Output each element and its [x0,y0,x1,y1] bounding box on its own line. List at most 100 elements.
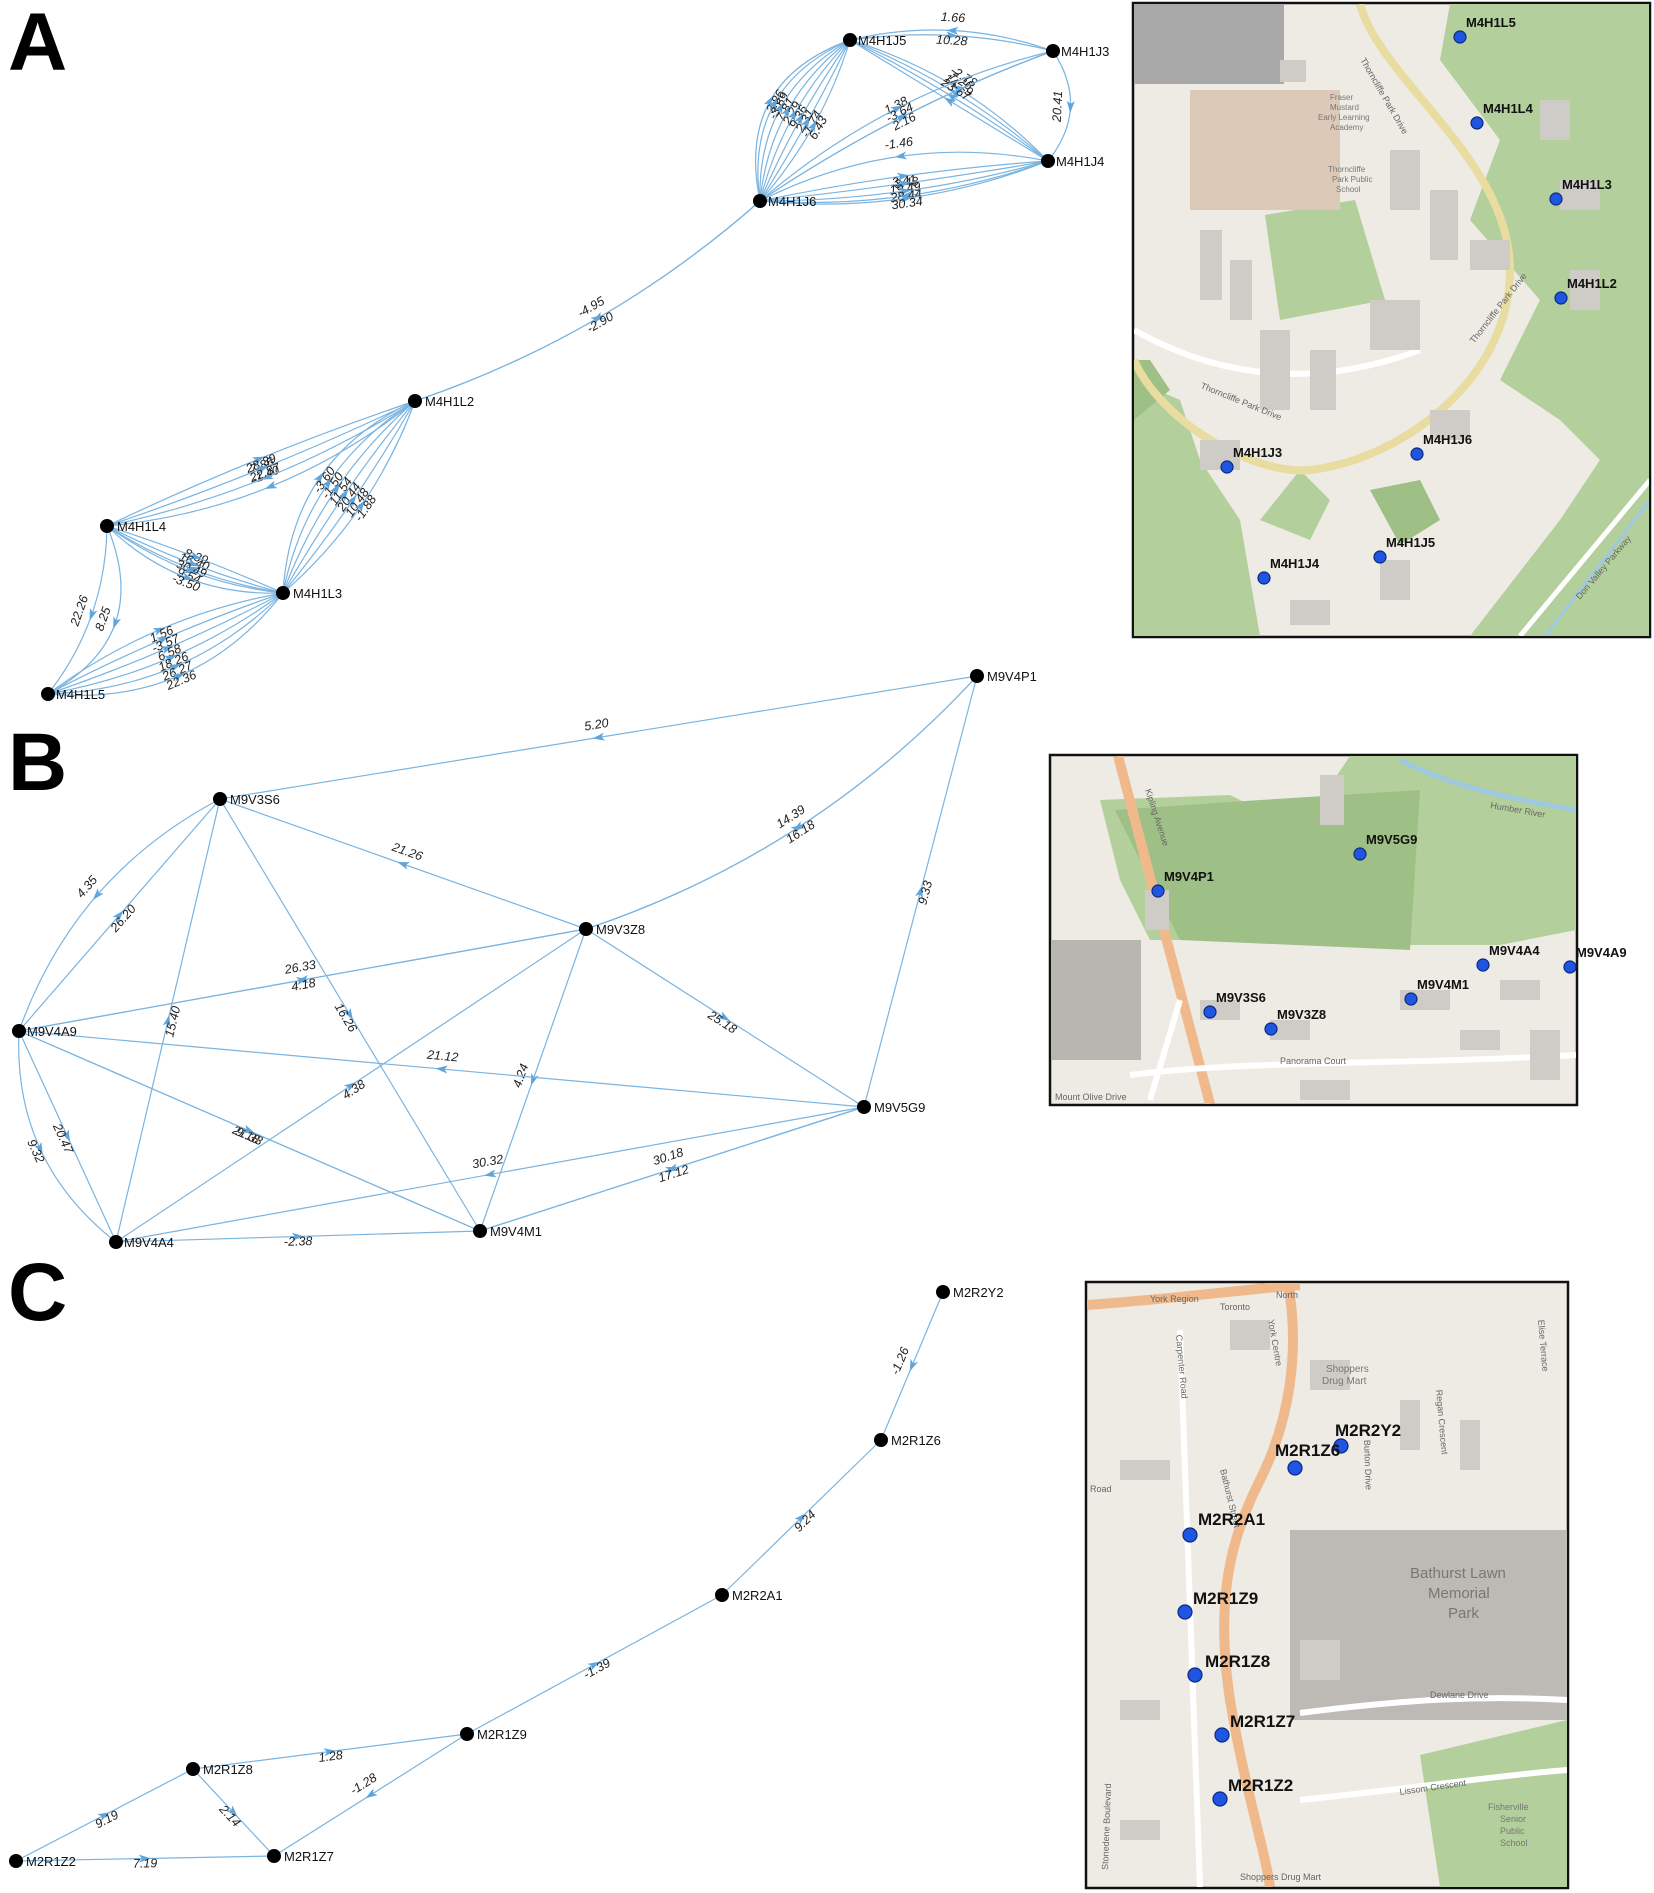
edge-arrow [1066,100,1075,113]
edge-arrow [188,551,202,560]
graph-node [460,1727,474,1741]
graph-node [12,1024,26,1038]
edge-arrow [152,627,166,636]
map-c-landmark-6: Senior [1500,1814,1526,1824]
edge-weight-label: 28.44 [889,187,923,205]
edge-weight-label: 19.49 [889,179,922,197]
edge-arrow [484,1169,497,1178]
edge-weight-label: 21.12 [425,1048,458,1065]
edge-arrow [781,105,791,118]
graph-node [276,586,290,600]
graph-node-label: M2R2Y2 [953,1285,1004,1300]
edge-arrow [97,1812,110,1822]
edge-arrow [242,1124,256,1134]
graph-node [857,1100,871,1114]
edge-weight-label: 9.24 [791,1508,818,1535]
panel-letters: ABC [8,0,67,1338]
edge-arrow [295,977,309,985]
map-marker-dot [1287,1460,1303,1476]
edge-arrow [138,1854,151,1863]
map-c-landmark-0: Bathurst Lawn [1410,1565,1506,1582]
graph-node [186,1762,200,1776]
map-marker-dot [1470,116,1484,130]
panel-letter-a: A [8,0,67,88]
map-marker-label: M4H1J5 [1386,535,1435,550]
edge-arrow [186,558,199,567]
edge-weight-label: 7.19 [133,1856,158,1870]
map-marker-dot [1453,30,1467,44]
edge-weight-label: 26.33 [283,958,317,978]
edge-weight-label: -2.38 [284,1234,313,1249]
edge-arrow [592,732,606,741]
graph-node-label: M9V3S6 [230,792,280,807]
graph-node-label: M2R1Z8 [203,1762,253,1777]
edge-arrow [172,673,185,682]
map-marker-label: M2R2A1 [1198,1510,1265,1529]
edge-arrow [894,151,908,160]
map-marker-label: M4H1L5 [1466,15,1516,30]
map-marker-dot [1373,550,1387,564]
graph-node-label: M4H1J4 [1056,154,1104,169]
edge-arrow [397,861,410,870]
edge-arrow [365,1788,378,1799]
map-marker-label: M4H1J4 [1270,556,1320,571]
edge-arrow [897,180,911,189]
graph-node [267,1849,281,1863]
map-c-landmark-8: School [1500,1838,1528,1848]
edge-arrow [807,120,817,133]
graph-node-label: M9V3Z8 [596,922,645,937]
network-graphs: 1.6610.2820.41-2.787.2614.7923.671.38-3.… [9,10,1109,1871]
edge-weight-label: 22.26 [67,594,91,629]
graph-panel-b: 5.2014.3916.189.3321.264.3526.2026.334.1… [12,669,1037,1250]
map-marker-dot [1264,1022,1278,1036]
edge-arrow [162,1014,171,1028]
graph-node-label: M9V4A4 [124,1235,174,1250]
map-marker-label: M9V3Z8 [1277,1007,1326,1022]
edge-arrow [894,114,908,124]
edge-arrow [183,565,197,574]
map-marker-label: M4H1J6 [1423,432,1472,447]
edge-arrow [92,888,104,900]
edge-arrow [34,1141,43,1155]
map-c-street-11: Road [1090,1484,1112,1494]
map-marker-dot [1177,1604,1193,1620]
map-c-street-1: Toronto [1220,1302,1250,1312]
map-c-landmark-4: Drug Mart [1322,1376,1367,1387]
map-c-landmark-2: Park [1448,1605,1479,1622]
edge-arrow [112,910,124,923]
map-marker-label: M2R1Z9 [1193,1589,1258,1608]
map-marker-label: M4H1J3 [1233,445,1282,460]
map-marker-label: M9V4A9 [1576,945,1627,960]
graph-node [100,519,114,533]
map-marker-dot [1182,1527,1198,1543]
map-marker-label: M2R1Z6 [1275,1441,1340,1460]
map-marker-label: M9V4P1 [1164,869,1214,884]
edge-arrow [291,1232,304,1241]
edge-arrow [898,187,912,196]
map-b-street-0: Panorama Court [1280,1056,1347,1066]
graph-node [936,1285,950,1299]
map-c-street-13: Shoppers Drug Mart [1240,1872,1322,1882]
map-marker-dot [1203,1005,1217,1019]
edge-arrow [264,480,278,489]
edge-arrow [943,97,957,108]
edge-arrow [168,664,181,673]
map-marker-dot [1410,447,1424,461]
map-a-landmark-4: Thorncliffe [1328,165,1366,174]
graph-node [473,1224,487,1238]
graph-node-label: M4H1L2 [425,394,474,409]
map-a-landmark-5: Park Public [1332,175,1372,184]
map-marker-dot [1257,571,1271,585]
edge-weight-label: 9.18 [234,1124,262,1147]
graph-node [213,792,227,806]
graph-node-label: M2R1Z7 [284,1849,334,1864]
map-marker-dot [1212,1791,1228,1807]
edge-arrow [354,500,365,513]
edge-arrow [226,1805,238,1817]
edge-weight-label: 26.20 [107,902,139,936]
map-c-landmark-7: Public [1500,1826,1525,1836]
map-marker-label: M2R1Z7 [1230,1712,1295,1731]
map-c-street-0: York Region [1150,1294,1199,1304]
graph-node-label: M9V5G9 [874,1100,925,1115]
map-marker-label: M2R1Z2 [1228,1776,1293,1795]
